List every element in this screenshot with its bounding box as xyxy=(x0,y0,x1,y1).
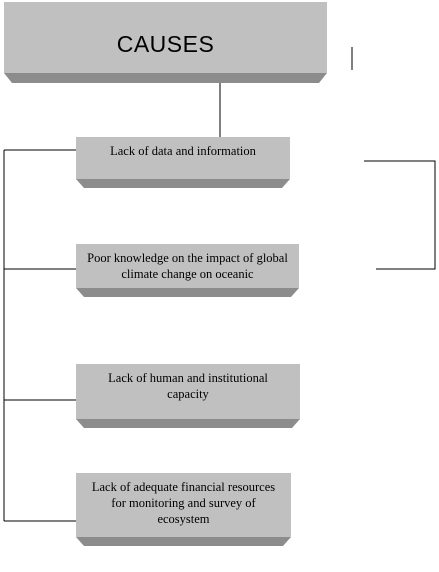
causes-header-box: CAUSES xyxy=(4,2,327,83)
cause-label: Poor knowledge on the impact of global c… xyxy=(87,251,288,281)
cause-label: Lack of data and information xyxy=(110,144,256,158)
causes-header-title: CAUSES xyxy=(116,31,215,57)
connector-right-bracket xyxy=(364,160,436,270)
cause-box-data-information: Lack of data and information xyxy=(76,137,290,188)
cause-box-climate-knowledge: Poor knowledge on the impact of global c… xyxy=(76,244,299,297)
cause-label: Lack of human and institutional capacity xyxy=(108,371,268,401)
cause-box-financial-resources: Lack of adequate financial resources for… xyxy=(76,473,291,546)
cause-label: Lack of adequate financial resources for… xyxy=(91,480,276,526)
cause-box-human-capacity: Lack of human and institutional capacity xyxy=(76,364,300,428)
